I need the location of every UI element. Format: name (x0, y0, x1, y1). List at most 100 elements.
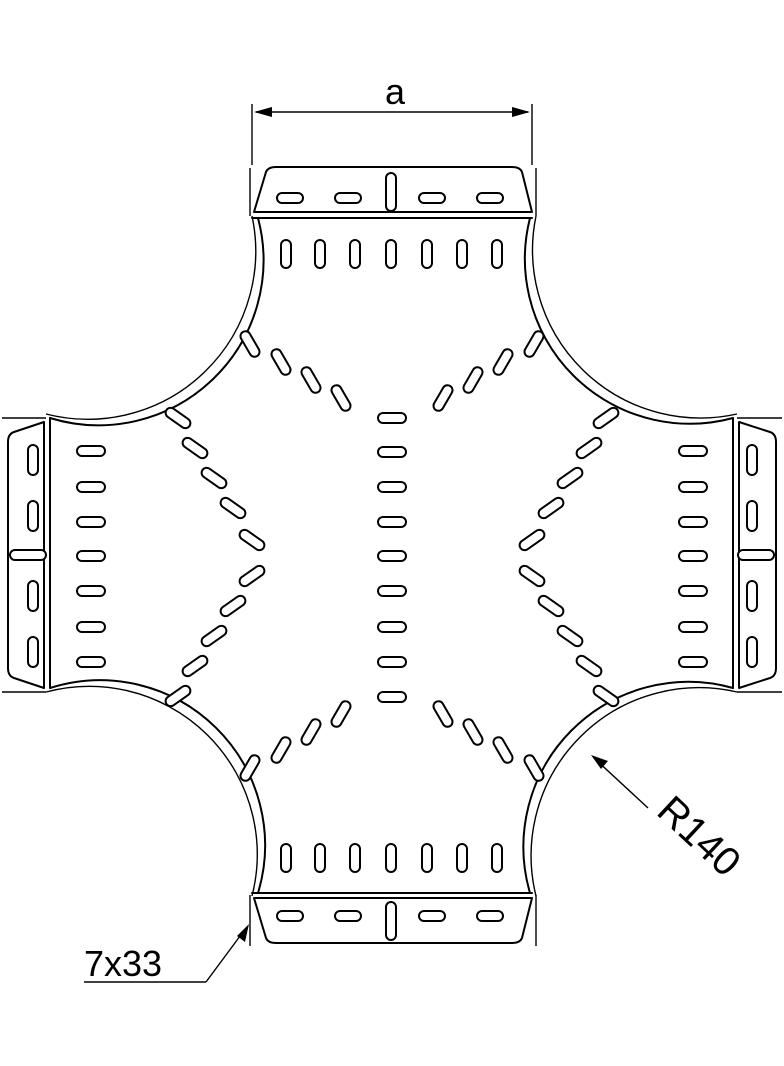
slot (678, 481, 708, 493)
slot (300, 718, 322, 746)
slot (76, 621, 106, 633)
slot (432, 700, 454, 728)
slot (181, 436, 209, 460)
slot (746, 500, 758, 532)
slot (181, 654, 209, 678)
slot (27, 444, 39, 476)
slot (76, 585, 106, 597)
slot (377, 691, 407, 703)
left-connector (2, 417, 51, 693)
slot (421, 843, 433, 873)
slot (377, 656, 407, 668)
slot (314, 239, 326, 269)
slot (491, 843, 503, 873)
slot (523, 330, 545, 358)
bottom-connector (249, 892, 537, 946)
slot (476, 910, 504, 922)
slot (239, 330, 261, 358)
slot (456, 843, 468, 873)
slot (27, 580, 39, 612)
slot (476, 192, 504, 204)
slot (314, 843, 326, 873)
slot (492, 348, 514, 376)
slot (492, 736, 514, 764)
outline-inner-edge (45, 215, 738, 897)
slot (27, 636, 39, 668)
slot (219, 594, 247, 618)
slot (76, 481, 106, 493)
slot (377, 446, 407, 458)
slot (556, 624, 584, 648)
slot (200, 466, 228, 490)
slot (575, 436, 603, 460)
slot (592, 684, 620, 708)
slot (432, 384, 454, 412)
slot (462, 718, 484, 746)
slot (349, 843, 361, 873)
slot (76, 550, 106, 562)
slot (349, 239, 361, 269)
slot (523, 754, 545, 782)
slot (334, 192, 362, 204)
width-dimension-label: a (385, 71, 406, 112)
slot (76, 656, 106, 668)
slot (518, 528, 546, 552)
slot (330, 384, 352, 412)
slot (556, 466, 584, 490)
slot (280, 843, 292, 873)
slot-dimension-label: 7x33 (84, 943, 162, 984)
slot (746, 580, 758, 612)
slot (330, 700, 352, 728)
radius-dimension-label: R140 (649, 788, 749, 885)
slot (239, 754, 261, 782)
width-dimension: a (251, 71, 533, 165)
slot (746, 636, 758, 668)
slot (76, 516, 106, 528)
slot (270, 736, 292, 764)
slot (280, 239, 292, 269)
slot (518, 564, 546, 588)
right-connector (732, 417, 782, 693)
slot (537, 496, 565, 520)
perforation-slots (27, 192, 758, 922)
slot (238, 564, 266, 588)
slot (678, 550, 708, 562)
slot (456, 239, 468, 269)
slot (462, 366, 484, 394)
slot (746, 444, 758, 476)
slot (418, 192, 446, 204)
radius-dimension: R140 (591, 755, 749, 885)
slot-dimension: 7x33 (84, 924, 249, 984)
slot (377, 516, 407, 528)
slot (76, 445, 106, 457)
slot (377, 550, 407, 562)
top-connector (249, 166, 537, 219)
slot (377, 412, 407, 424)
slot (421, 239, 433, 269)
slot (575, 654, 603, 678)
slot (491, 239, 503, 269)
slot (276, 910, 304, 922)
slot (678, 516, 708, 528)
slot (200, 624, 228, 648)
slot (219, 496, 247, 520)
slot (270, 348, 292, 376)
slot (276, 192, 304, 204)
slot (164, 684, 192, 708)
slot (678, 656, 708, 668)
slot (334, 910, 362, 922)
slot (377, 621, 407, 633)
slot (385, 239, 397, 269)
slot (164, 406, 192, 430)
slot (377, 585, 407, 597)
slot (27, 500, 39, 532)
slot (678, 585, 708, 597)
slot (377, 481, 407, 493)
slot (300, 366, 322, 394)
slot (678, 621, 708, 633)
slot (418, 910, 446, 922)
slot (592, 406, 620, 430)
slot (678, 445, 708, 457)
slot (385, 843, 397, 873)
